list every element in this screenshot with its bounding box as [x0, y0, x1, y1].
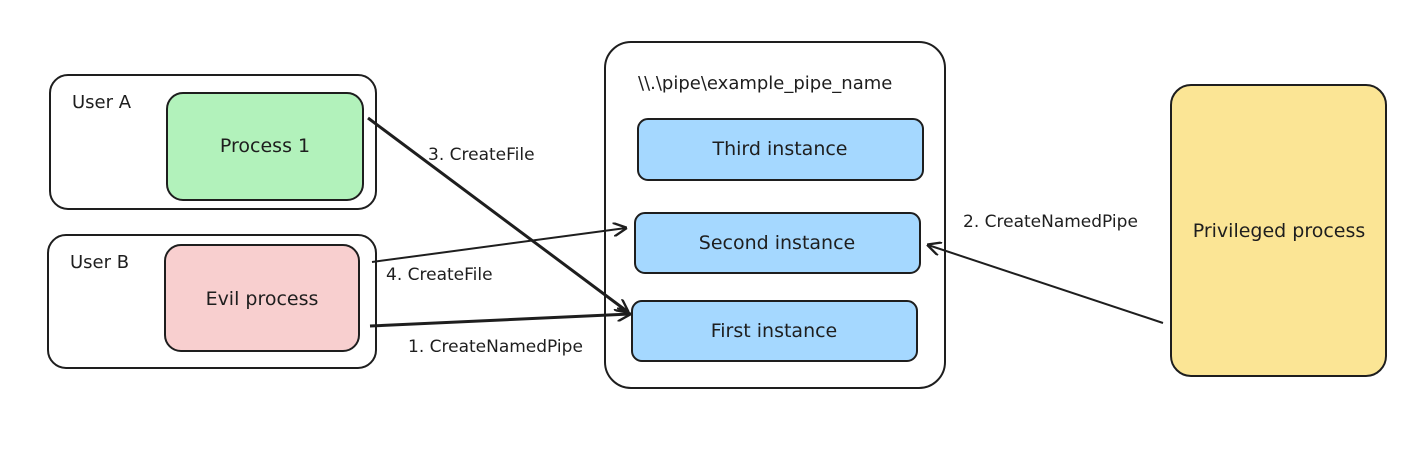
evil-process-box[interactable] — [164, 244, 360, 352]
edge-1-createnamedpipe-arrow — [369, 314, 630, 328]
user-a-label: User A — [72, 92, 132, 113]
user-a-group: User A Process 1 — [49, 74, 377, 210]
privileged-process-box[interactable] — [1170, 84, 1387, 377]
user-b-label: User B — [70, 252, 129, 273]
evil-process-label: Evil process — [206, 288, 319, 310]
edge-4-label: 4. CreateFile — [386, 265, 493, 285]
pipe-container: \\.\pipe\example_pipe_name Third instanc… — [604, 41, 946, 389]
user-b-group: User B Evil process — [47, 234, 377, 369]
third-instance-box[interactable] — [637, 118, 924, 181]
edge-3-label: 3. CreateFile — [428, 145, 535, 165]
second-instance-label: Second instance — [699, 232, 855, 254]
pipe-name-label: \\.\pipe\example_pipe_name — [638, 73, 892, 94]
second-instance-box[interactable] — [634, 212, 921, 274]
edge-4-createfile-arrow — [371, 228, 626, 263]
first-instance-label: First instance — [711, 320, 838, 342]
third-instance-label: Third instance — [712, 138, 848, 160]
edges — [367, 116, 1164, 328]
edge-2-createnamedpipe-arrow — [928, 245, 1164, 324]
first-instance-box[interactable] — [631, 300, 918, 362]
edge-2-label: 2. CreateNamedPipe — [963, 212, 1138, 232]
privileged-process-group: Privileged process — [1170, 84, 1387, 377]
privileged-process-label: Privileged process — [1193, 220, 1366, 242]
edge-1-label: 1. CreateNamedPipe — [408, 337, 583, 357]
edge-3-createfile-arrow — [367, 116, 628, 312]
process-1-label: Process 1 — [220, 135, 310, 157]
process-1-box[interactable] — [166, 92, 364, 201]
